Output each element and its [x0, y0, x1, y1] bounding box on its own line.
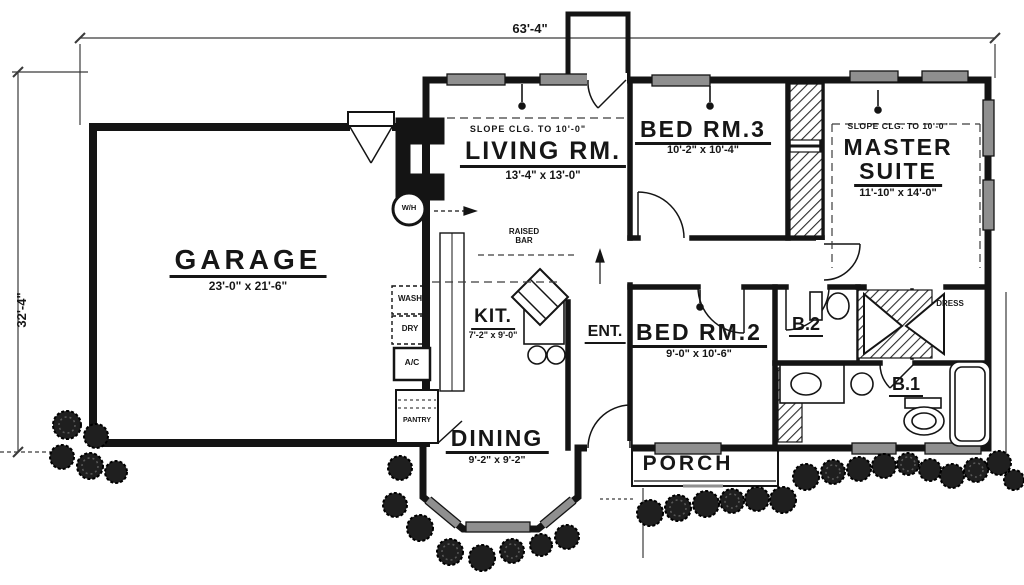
- room-dims-living: 13'-4" x 13'-0": [505, 170, 581, 182]
- bed3-door-arc-icon: [637, 191, 685, 239]
- bush-texture: [58, 416, 984, 561]
- room-dims-bed3: 10'-2" x 10'-4": [667, 144, 739, 156]
- range-sink-icon: [527, 345, 547, 365]
- master-door-arc-icon: [823, 243, 861, 281]
- bifold-door-icon: [863, 291, 904, 356]
- living-door-arc-icon: [587, 79, 627, 109]
- room-label-bath1: B.1: [888, 375, 924, 397]
- closets: [777, 83, 945, 443]
- room-label-bath2: B.2: [788, 315, 824, 337]
- water-heater-label: W/H: [401, 203, 417, 212]
- room-label-living: LIVING RM.: [459, 138, 627, 169]
- room-dims-dining: 9'-2" x 9'-2": [468, 454, 526, 466]
- ac-box: [392, 346, 432, 382]
- room-label-bed2: BED RM.2: [631, 320, 767, 349]
- flow-arrow-icon: [434, 206, 605, 284]
- dryer-box: [391, 315, 429, 345]
- dryer-label: DRY: [401, 324, 419, 333]
- washer-box: [391, 285, 429, 315]
- sink-icon: [790, 372, 822, 396]
- ac-label: A/C: [404, 357, 420, 367]
- toilet-icon: [826, 292, 850, 320]
- water-heater-icon: [391, 191, 427, 227]
- room-label-garage: GARAGE: [169, 245, 327, 279]
- ceiling-light-icon: [518, 84, 882, 311]
- house-fill: [93, 80, 988, 529]
- room-label-master-2: SUITE: [854, 159, 942, 188]
- raised-bar-label-1: RAISED: [508, 227, 540, 236]
- washer-label: WASH: [398, 294, 422, 303]
- range-sink-icon: [546, 345, 566, 365]
- room-label-entry: ENT.: [584, 323, 626, 344]
- garage-entry-door-icon: [349, 126, 393, 164]
- front-door-arc-icon: [587, 404, 631, 449]
- equipment: [391, 117, 570, 444]
- garage-stoop: [347, 111, 395, 127]
- room-label-master-1: MASTER: [843, 134, 953, 160]
- bushes: [49, 410, 1024, 572]
- dim-height-label: 32'-4": [14, 292, 30, 328]
- room-dims-bed2: 9'-0" x 10'-6": [666, 348, 732, 360]
- raised-bar-label-2: BAR: [515, 236, 533, 245]
- dim-width-label: 63'-4": [512, 21, 548, 36]
- fireplace-icon: [510, 267, 570, 327]
- sink-icon: [850, 372, 874, 396]
- room-label-dining: DINING: [445, 426, 549, 455]
- note-master-slope: SLOPE CLG. TO 10'-0": [847, 121, 949, 131]
- bed2-door-arc-icon: [697, 286, 745, 334]
- room-dims-kitchen: 7'-2" x 9'-0": [468, 330, 518, 340]
- room-dims-garage: 23'-0" x 21'-6": [208, 279, 288, 293]
- symbols: [432, 84, 981, 311]
- room-label-kitchen: KIT.: [471, 307, 515, 330]
- room-label-bed3: BED RM.3: [635, 117, 771, 146]
- toilet-icon: [809, 291, 823, 321]
- pantry-door-icon: [437, 420, 463, 444]
- bifold-door-icon: [904, 291, 945, 356]
- bath1-door-arc-icon: [879, 362, 916, 389]
- room-label-dress: DRESS: [936, 299, 964, 308]
- pantry-label: PANTRY: [403, 417, 431, 424]
- room-dims-master: 11'-10" x 14'-0": [859, 187, 937, 199]
- dimension-lines: [0, 32, 1001, 458]
- chimney-outline: [565, 11, 631, 79]
- pantry-box: [395, 389, 439, 444]
- room-label-porch: PORCH: [642, 452, 734, 475]
- note-living-slope: SLOPE CLG. TO 10'-0": [469, 124, 587, 134]
